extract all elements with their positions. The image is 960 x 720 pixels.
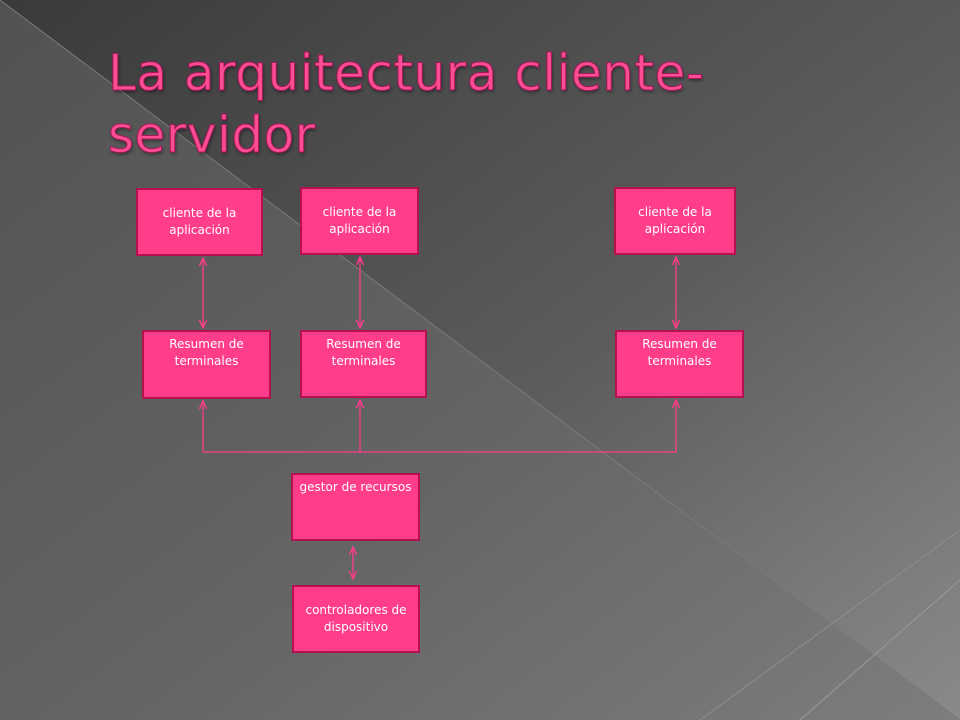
slide-title: La arquitectura cliente-servidor — [108, 44, 705, 165]
background-corner-line-2 — [699, 529, 960, 720]
device-controllers-node: controladores de dispositivo — [292, 585, 420, 653]
terminal-summary-node-1-label: Resumen de terminales — [169, 337, 244, 368]
client-node-2: cliente de la aplicación — [300, 187, 419, 255]
terminal-summary-node-3-label: Resumen de terminales — [642, 337, 717, 368]
client-node-1-label: cliente de la aplicación — [162, 206, 237, 237]
client-node-3-label: cliente de la aplicación — [638, 205, 712, 236]
terminal-summary-node-2: Resumen de terminales — [300, 330, 427, 398]
terminal-summary-node-2-label: Resumen de terminales — [326, 337, 401, 368]
client-node-3: cliente de la aplicación — [614, 187, 736, 255]
resource-manager-node-label: gestor de recursos — [299, 480, 412, 494]
terminal-summary-node-1: Resumen de terminales — [142, 330, 271, 399]
terminal-summary-node-3: Resumen de terminales — [615, 330, 744, 398]
client-node-2-label: cliente de la aplicación — [322, 205, 397, 236]
client-node-1: cliente de la aplicación — [136, 188, 263, 256]
resource-manager-node: gestor de recursos — [291, 473, 420, 541]
background-corner-line — [799, 579, 960, 720]
device-controllers-node-label: controladores de dispositivo — [305, 603, 407, 634]
